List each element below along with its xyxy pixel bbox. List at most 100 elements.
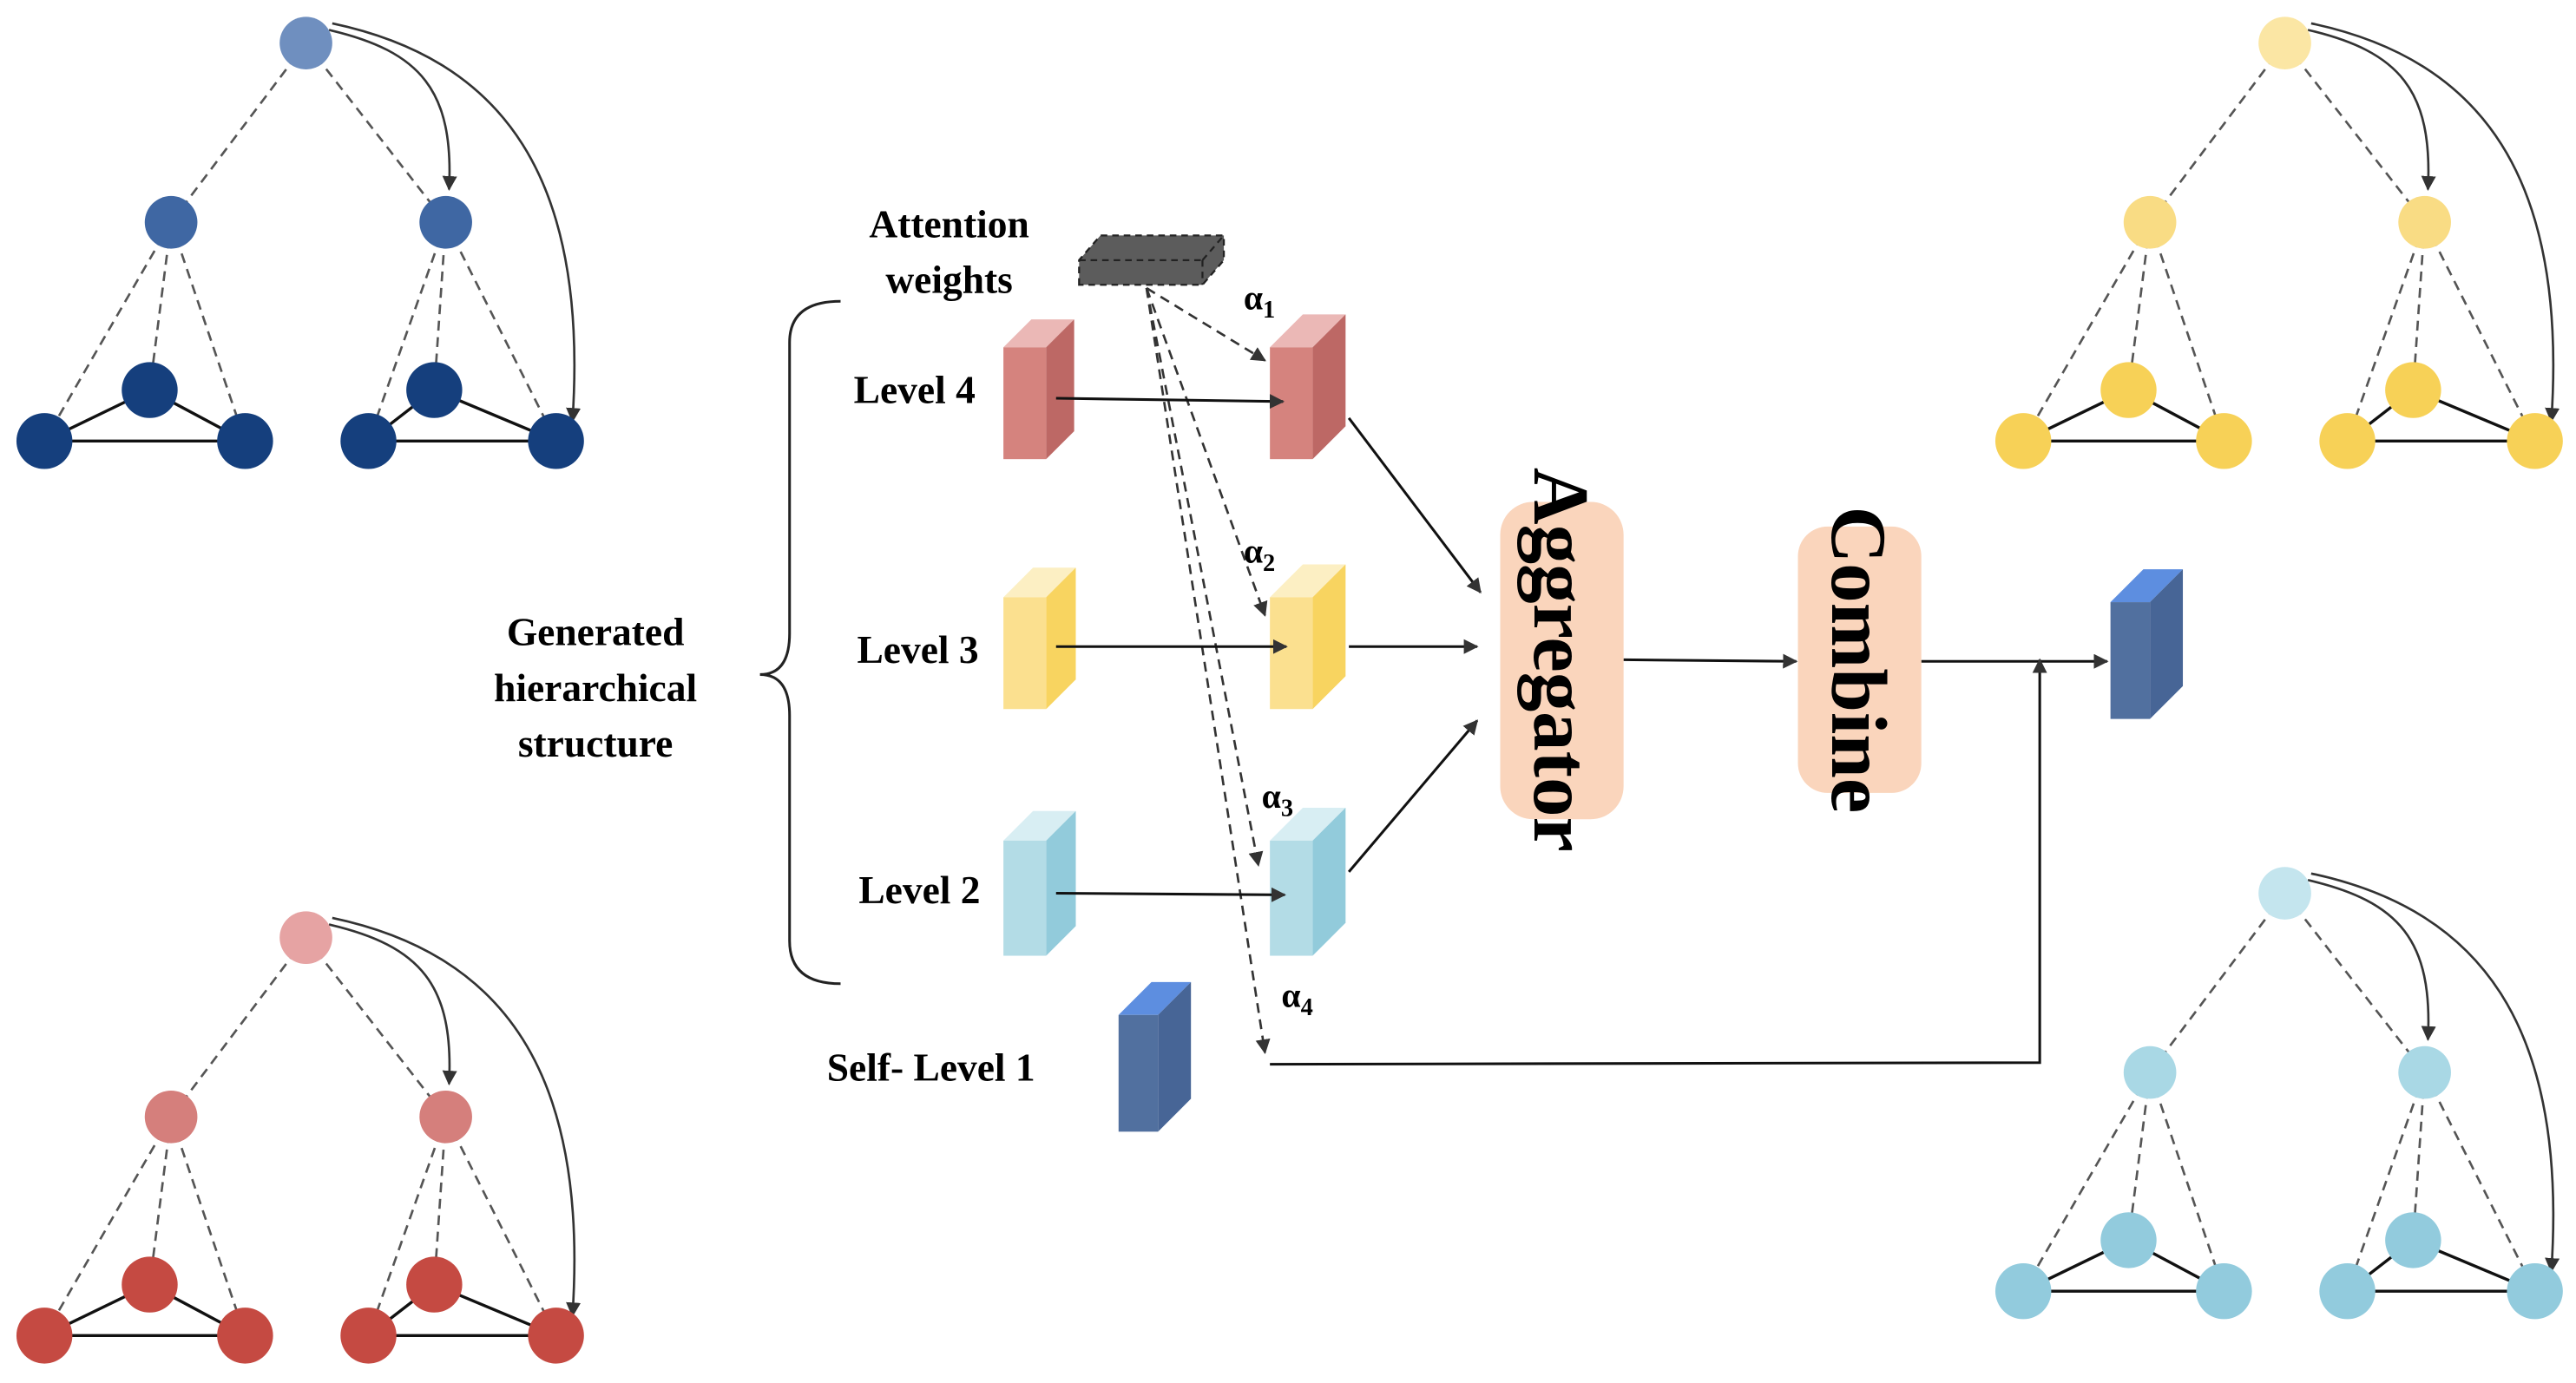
tree-edge-dashed bbox=[148, 222, 173, 390]
tree-node-leaf bbox=[528, 1308, 584, 1364]
generated-label-line1: Generated bbox=[507, 609, 685, 653]
flow-arrows bbox=[1055, 394, 2109, 1066]
combine-label: Combine bbox=[1815, 506, 1902, 813]
tree-edge-dashed bbox=[2346, 1072, 2426, 1292]
attention-arrow-2 bbox=[1145, 287, 1268, 617]
alpha-3: α3 bbox=[1262, 777, 1293, 822]
output-block-front bbox=[2110, 602, 2151, 719]
tree-triangle-edges bbox=[364, 388, 557, 443]
level2-label: Level 2 bbox=[858, 868, 980, 912]
tree-node-leaf bbox=[1994, 413, 2052, 469]
tree-node-leaf bbox=[2385, 362, 2441, 418]
tree-node-middle bbox=[419, 1090, 472, 1144]
alpha-4: α4 bbox=[1281, 976, 1312, 1020]
tree-node-leaf bbox=[2100, 1212, 2157, 1268]
tree-node-leaf bbox=[16, 413, 73, 469]
level4-block-left-side bbox=[1046, 319, 1074, 460]
alpha-2: α2 bbox=[1244, 533, 1275, 577]
tree-edge-dashed bbox=[2127, 222, 2152, 390]
level4-block-left-front bbox=[1003, 347, 1047, 460]
level3-block-left-side bbox=[1046, 567, 1076, 710]
alpha-1: α1 bbox=[1244, 279, 1275, 324]
tree-node-middle bbox=[2398, 195, 2451, 249]
attention-dashed-arrows bbox=[1145, 286, 1271, 1055]
aggregator-box: Aggregator bbox=[1500, 468, 1624, 852]
tree-edge-dashed bbox=[170, 42, 307, 224]
tree-node-leaf bbox=[122, 362, 178, 418]
arrow-level4-to-aggregator bbox=[1347, 416, 1482, 594]
attention-arrow-1 bbox=[1146, 286, 1266, 362]
combine-box: Combine bbox=[1797, 506, 1922, 813]
tree-edge-dashed bbox=[2423, 221, 2536, 442]
tree-curved-arrow-inner bbox=[328, 923, 457, 1086]
tree-edge-dashed bbox=[169, 1116, 246, 1336]
aggregator-label: Aggregator bbox=[1517, 468, 1605, 852]
tree-edge-dashed bbox=[43, 1116, 173, 1337]
level3-block-left-front bbox=[1003, 597, 1047, 710]
level2-block-right-top bbox=[1270, 807, 1346, 841]
tree-node-leaf bbox=[2507, 413, 2563, 469]
tree-edge-dashed bbox=[2022, 221, 2152, 442]
tree-curved-arrow-outer bbox=[332, 22, 582, 423]
tree-node-middle bbox=[2398, 1045, 2451, 1099]
attention-title-line2: weights bbox=[885, 258, 1013, 302]
level4-block-left bbox=[1003, 319, 1074, 460]
tree-edge-dashed bbox=[367, 221, 447, 442]
tree-edge-dashed bbox=[2346, 221, 2426, 442]
arrow-level2 bbox=[1055, 887, 1286, 902]
tree-node-leaf bbox=[340, 413, 397, 469]
tree-edge-dashed bbox=[170, 936, 307, 1118]
output-block-top bbox=[2110, 569, 2184, 603]
tree-node-middle bbox=[2123, 195, 2177, 249]
tree-node-leaf bbox=[2319, 413, 2376, 469]
self-level1-block-front bbox=[1118, 1014, 1159, 1132]
tree-triangle-edges bbox=[43, 388, 246, 443]
tree-node-leaf bbox=[2319, 1262, 2376, 1320]
generated-label-line2: hierarchical bbox=[494, 665, 697, 710]
tree-edge-dashed bbox=[305, 42, 447, 224]
tree-edge-dashed bbox=[2149, 42, 2286, 224]
tree-node-root bbox=[279, 16, 332, 69]
arrow-level2-to-aggregator bbox=[1347, 719, 1479, 873]
tree-node-leaf bbox=[2196, 1262, 2252, 1320]
self-level1-label: Self- Level 1 bbox=[827, 1045, 1035, 1090]
alpha-labels: α1 α2 α3 α4 bbox=[1244, 279, 1313, 1021]
tree-edge-dashed bbox=[169, 221, 246, 442]
tree-triangle-edges bbox=[2022, 388, 2225, 443]
tree-graph-red bbox=[16, 911, 584, 1364]
level2-block-right bbox=[1270, 807, 1346, 956]
attention-weights-block bbox=[1078, 234, 1226, 286]
generated-label-line3: structure bbox=[518, 721, 673, 765]
tree-edge-dashed bbox=[2149, 892, 2286, 1073]
tree-edge-dashed bbox=[433, 222, 447, 390]
tree-node-root bbox=[2258, 16, 2311, 69]
level2-block-left-top bbox=[1003, 810, 1076, 841]
tree-node-middle bbox=[419, 195, 472, 249]
level4-block-right-side bbox=[1312, 314, 1346, 460]
self-level1-block-top bbox=[1118, 981, 1192, 1015]
level4-block-left-top bbox=[1003, 319, 1074, 348]
tree-triangle-edges bbox=[43, 1282, 246, 1338]
tree-node-middle bbox=[144, 1090, 198, 1144]
feature-blocks bbox=[1003, 314, 2184, 1132]
tree-edge-dashed bbox=[2022, 1072, 2152, 1292]
level3-block-right bbox=[1270, 564, 1346, 710]
level3-label: Level 3 bbox=[857, 627, 978, 672]
tree-edge-dashed bbox=[367, 1116, 447, 1336]
tree-node-leaf bbox=[1994, 1262, 2052, 1320]
level2-block-right-front bbox=[1270, 840, 1313, 956]
attention-title-line1: Attention bbox=[869, 201, 1028, 246]
tree-triangle-edges bbox=[2343, 388, 2536, 443]
level3-block-right-side bbox=[1312, 564, 1346, 710]
tree-edge-dashed bbox=[2127, 1072, 2152, 1241]
level4-block-right bbox=[1270, 314, 1346, 460]
tree-node-leaf bbox=[2385, 1212, 2441, 1268]
tree-edge-dashed bbox=[444, 1116, 557, 1336]
tree-node-leaf bbox=[2507, 1262, 2563, 1320]
tree-node-leaf bbox=[122, 1256, 178, 1313]
tree-edge-dashed bbox=[2284, 42, 2426, 224]
tree-node-leaf bbox=[217, 1308, 273, 1364]
curly-brace bbox=[759, 299, 841, 986]
